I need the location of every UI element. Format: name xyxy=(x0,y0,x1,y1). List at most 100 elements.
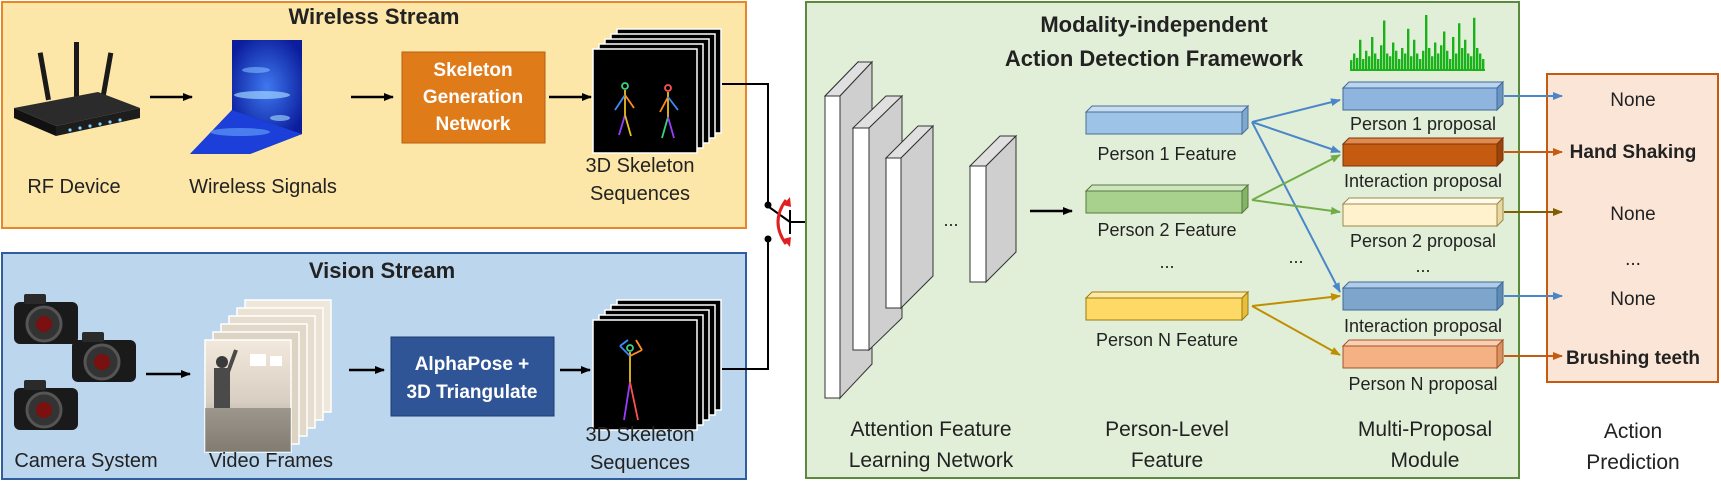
prediction-item-4: None xyxy=(1610,289,1655,310)
histogram-bar xyxy=(1473,17,1476,70)
histogram-bar xyxy=(1389,56,1392,70)
person-n-proposal-bar xyxy=(1341,338,1505,370)
person-2-feature-bar xyxy=(1084,183,1250,215)
vision-seq-line1: 3D Skeleton xyxy=(586,424,695,446)
histogram-bar xyxy=(1464,39,1467,70)
histogram-bar xyxy=(1446,50,1449,70)
wireless-stream-title: Wireless Stream xyxy=(288,4,459,29)
person-1-feature-bar xyxy=(1084,104,1250,136)
histogram-bar xyxy=(1434,42,1437,70)
histogram-bar xyxy=(1365,50,1368,70)
alphapose-triangulate-box xyxy=(390,336,555,417)
histogram-bar xyxy=(1425,15,1428,70)
histogram-bar xyxy=(1377,59,1380,70)
rf-device-label: RF Device xyxy=(27,176,120,198)
histogram-bar xyxy=(1455,53,1458,70)
proposal-score-histogram xyxy=(1350,15,1485,71)
action-prediction-panel: None Hand Shaking None ... None Brushing… xyxy=(1504,73,1719,474)
col-prediction-line1: Action xyxy=(1604,420,1662,443)
camera-icon-3 xyxy=(14,380,78,430)
framework-panel: Modality-independent Action Detection Fr… xyxy=(805,1,1520,479)
histogram-bar xyxy=(1368,56,1371,70)
arrow-f1-to-p1 xyxy=(1251,98,1341,123)
col-afl-line2: Learning Network xyxy=(849,449,1014,472)
router-icon xyxy=(14,42,140,136)
skeleton-net-line2: Generation xyxy=(423,87,523,108)
histogram-bar xyxy=(1476,48,1479,70)
histogram-bar xyxy=(1482,59,1485,70)
skeleton-figure-3 xyxy=(619,339,643,421)
interaction-proposal-label-2: Interaction proposal xyxy=(1344,316,1502,336)
vision-connector-line xyxy=(722,239,769,370)
histogram-bar xyxy=(1362,59,1365,70)
histogram-bar xyxy=(1443,31,1446,70)
histogram-bar xyxy=(1395,50,1398,70)
histogram-bar xyxy=(1383,20,1386,70)
alphapose-line1: AlphaPose + xyxy=(415,354,530,375)
histogram-bar xyxy=(1374,53,1377,70)
wireless-skeleton-sequence-stack xyxy=(592,28,722,154)
col-mpm-line2: Module xyxy=(1391,449,1460,472)
histogram-bar xyxy=(1404,53,1407,70)
interaction-proposal-bar-2 xyxy=(1341,280,1505,312)
network-slab-3 xyxy=(884,124,935,310)
camera-icon-1 xyxy=(14,294,78,344)
person-n-feature-label: Person N Feature xyxy=(1096,330,1238,350)
histogram-bar xyxy=(1416,53,1419,70)
skeleton-net-line3: Network xyxy=(436,114,511,135)
skeleton-net-line1: Skeleton xyxy=(433,60,512,81)
vision-stream-title: Vision Stream xyxy=(309,258,455,283)
histogram-bar xyxy=(1356,57,1359,70)
histogram-bar xyxy=(1392,42,1395,70)
switch-red-arc xyxy=(776,199,788,245)
video-frames-label: Video Frames xyxy=(209,450,333,472)
histogram-bar xyxy=(1449,59,1452,70)
histogram-bar xyxy=(1419,59,1422,70)
histogram-bar xyxy=(1401,48,1404,70)
person-2-proposal-bar xyxy=(1341,196,1505,228)
network-slab-4 xyxy=(968,134,1018,284)
col-prediction-line2: Prediction xyxy=(1586,451,1679,474)
attention-feature-network xyxy=(823,60,1018,400)
middle-ellipsis: ... xyxy=(1288,247,1303,267)
wireless-signals-label: Wireless Signals xyxy=(189,176,337,198)
vision-stream-panel: Vision Stream Camera System xyxy=(1,252,747,480)
modality-switch xyxy=(722,83,823,370)
histogram-bar xyxy=(1350,60,1353,70)
person-2-feature-label: Person 2 Feature xyxy=(1097,220,1236,240)
arrow-f1-to-interaction1 xyxy=(1251,121,1341,153)
prediction-item-3: None xyxy=(1610,204,1655,225)
skeleton-figure-1 xyxy=(614,82,635,137)
histogram-bar xyxy=(1431,56,1434,70)
histogram-bar xyxy=(1413,39,1416,70)
histogram-bar xyxy=(1380,45,1383,70)
alphapose-line2: 3D Triangulate xyxy=(407,382,538,403)
proposals-ellipsis: ... xyxy=(1415,256,1430,276)
arrow-fn-to-interaction2 xyxy=(1251,293,1341,307)
histogram-bar xyxy=(1452,37,1455,70)
interaction-proposal-bar-1 xyxy=(1341,136,1505,168)
histogram-bar xyxy=(1422,50,1425,70)
wireless-signals-heatmap xyxy=(190,40,302,154)
skeleton-figure-2 xyxy=(659,84,679,139)
histogram-bar xyxy=(1371,37,1374,70)
arrow-f2-to-interaction1 xyxy=(1251,154,1341,201)
histogram-bar xyxy=(1440,45,1443,70)
prediction-item-1: None xyxy=(1610,90,1655,111)
histogram-bar xyxy=(1410,56,1413,70)
arrow-fn-to-pn xyxy=(1251,305,1341,356)
col-plf-line1: Person-Level xyxy=(1105,418,1229,441)
col-plf-line2: Feature xyxy=(1131,449,1203,472)
col-afl-line1: Attention Feature xyxy=(850,418,1011,441)
vision-skeleton-sequence-stack xyxy=(592,299,722,431)
vision-seq-line2: Sequences xyxy=(590,452,690,474)
wireless-connector-line xyxy=(722,83,769,205)
person-2-proposal-label: Person 2 proposal xyxy=(1350,231,1496,251)
histogram-bar xyxy=(1479,53,1482,70)
histogram-bar xyxy=(1428,48,1431,70)
skeleton-generation-network-box xyxy=(401,51,546,144)
histogram-bar xyxy=(1437,53,1440,70)
histogram-bar xyxy=(1407,28,1410,70)
histogram-bar xyxy=(1467,53,1470,70)
